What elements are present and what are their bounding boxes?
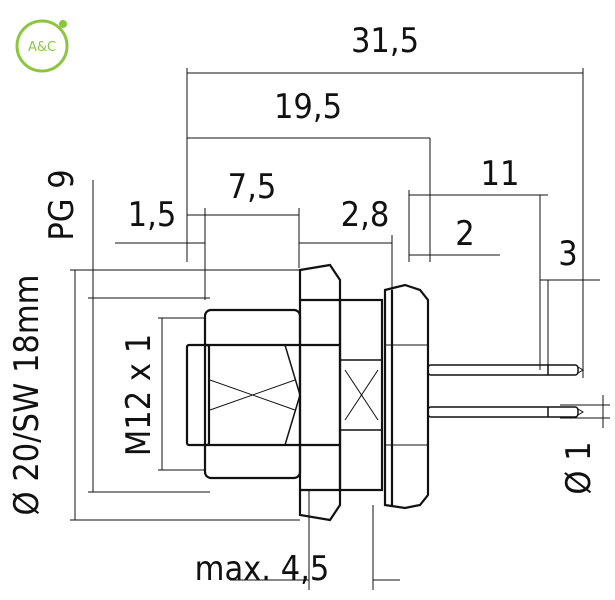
pin-length-label: 11: [481, 154, 520, 194]
panel-thickness-label: max. 4,5: [195, 549, 330, 589]
body-length-label: 19,5: [274, 87, 342, 127]
logo: A&C: [15, 19, 69, 73]
flange-offset-label: 1,5: [128, 195, 177, 235]
outer-diameter-label: Ø 20/SW 18mm: [7, 275, 47, 516]
pins: [427, 364, 584, 418]
pg-thread-label: PG 9: [42, 169, 82, 240]
pin-step-label: 2: [455, 214, 474, 254]
connector-body: [185, 263, 430, 522]
pin-tip-label: 3: [558, 234, 577, 274]
dimension-lines: [70, 68, 610, 590]
pin-diameter-label: Ø 1: [559, 441, 599, 494]
logo-text: A&C: [28, 40, 56, 55]
overall-length-label: 31,5: [351, 21, 419, 61]
thread-length-label: 7,5: [228, 167, 277, 207]
nut-thickness-label: 2,8: [341, 195, 390, 235]
thread-label: M12 x 1: [119, 334, 159, 456]
